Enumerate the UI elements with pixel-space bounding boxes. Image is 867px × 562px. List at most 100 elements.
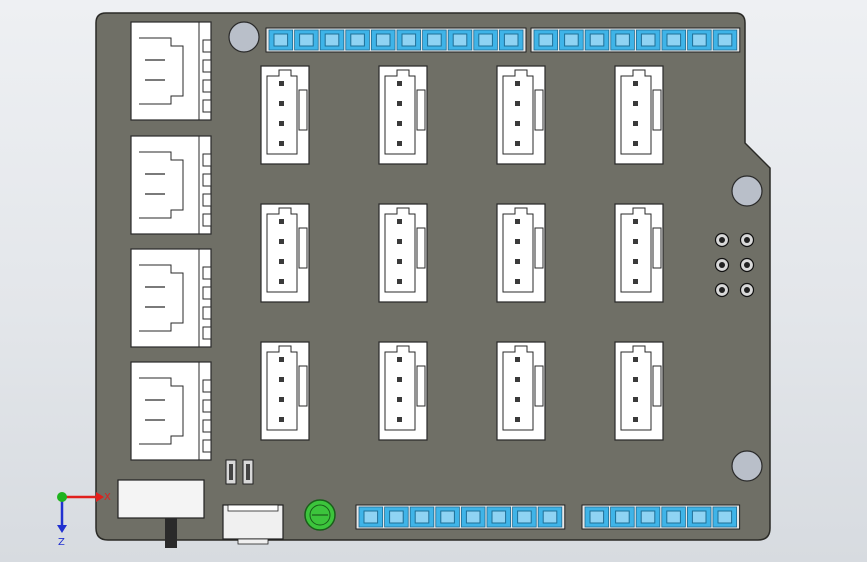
connector-pin — [397, 377, 402, 382]
connector-pin — [397, 259, 402, 264]
connector-pin — [515, 81, 520, 86]
smd-components — [225, 459, 254, 485]
header-pin-socket — [615, 510, 630, 524]
connector-pin — [202, 153, 212, 167]
button-top — [227, 504, 279, 512]
header-pin-socket — [692, 33, 707, 47]
header-pin-socket — [589, 510, 605, 524]
header-pin-socket — [273, 33, 289, 47]
switch-block — [117, 479, 205, 548]
connector-pin — [515, 101, 520, 106]
connector-pin — [279, 397, 284, 402]
connector-pin — [515, 141, 520, 146]
connector-pin — [397, 239, 402, 244]
connector-inner — [620, 345, 652, 431]
connector-inner — [266, 345, 298, 431]
grid-grove-connector — [378, 341, 428, 441]
connector-inner — [266, 207, 298, 293]
header-pin-socket — [401, 33, 417, 47]
grid-grove-connector — [378, 65, 428, 165]
header-pin-socket — [517, 510, 532, 524]
connector-inner — [620, 207, 652, 293]
connector-pin — [397, 101, 402, 106]
connector-pin — [515, 239, 520, 244]
axis-x-arrow — [96, 492, 104, 502]
connector-pin — [515, 219, 520, 224]
icsp-pad-hole — [744, 237, 750, 243]
connector-pin — [397, 417, 402, 422]
header-bottom-right — [581, 504, 741, 530]
connector-pin — [279, 417, 284, 422]
connector-pin — [633, 141, 638, 146]
push-button — [222, 504, 284, 545]
connector-pin — [633, 239, 638, 244]
connector-inner — [266, 69, 298, 155]
connector-pin — [202, 173, 212, 187]
led — [304, 499, 336, 531]
connector-latch — [652, 365, 662, 407]
connector-pin — [279, 357, 284, 362]
connector-pin — [633, 121, 638, 126]
header-pin-socket — [452, 33, 468, 47]
header-pin-socket — [299, 33, 314, 47]
connector-pin — [279, 239, 284, 244]
grid-grove-connector — [496, 341, 546, 441]
connector-pin — [202, 193, 212, 207]
connector-pin — [515, 259, 520, 264]
header-pin-socket — [564, 33, 579, 47]
connector-pin — [397, 121, 402, 126]
connector-latch — [416, 89, 426, 131]
connector-latch — [139, 264, 184, 332]
connector-inner — [384, 69, 416, 155]
header-pin-socket — [375, 33, 391, 47]
icsp-pad-hole — [719, 287, 725, 293]
connector-latch — [139, 37, 184, 105]
connector-pin — [515, 397, 520, 402]
mounting-holes — [228, 21, 763, 482]
connector-pin — [515, 357, 520, 362]
header-pin-socket — [666, 33, 682, 47]
grid-grove-connector — [496, 65, 546, 165]
connector-latch — [298, 227, 308, 269]
connector-pin — [397, 141, 402, 146]
connector-latch — [416, 227, 426, 269]
connector-pin — [202, 213, 212, 227]
connector-pin — [202, 419, 212, 433]
coordinate-triad: X Z — [57, 492, 111, 548]
connector-inner — [502, 69, 534, 155]
connector-pin — [397, 357, 402, 362]
header-pin-socket — [640, 33, 656, 47]
mounting-hole — [731, 175, 763, 207]
side-grove-connector — [130, 135, 212, 235]
connector-pin — [279, 101, 284, 106]
connector-pin — [397, 279, 402, 284]
connector-inner — [502, 345, 534, 431]
side-grove-connector — [130, 21, 212, 121]
grid-grove-connector — [378, 203, 428, 303]
connector-pin — [515, 121, 520, 126]
header-pin-socket — [542, 510, 558, 524]
axis-y — [57, 492, 67, 502]
grid-grove-connector — [260, 341, 310, 441]
connector-pin — [397, 219, 402, 224]
header-pin-socket — [414, 510, 430, 524]
header-pin-socket — [465, 510, 481, 524]
axis-x-label: X — [104, 492, 111, 503]
connector-pin — [202, 39, 212, 53]
connector-pin — [279, 377, 284, 382]
connector-inner — [384, 345, 416, 431]
header-pin-socket — [440, 510, 455, 524]
header-pin-socket — [691, 510, 707, 524]
header-pin-socket — [478, 33, 493, 47]
connector-pin — [279, 279, 284, 284]
connector-pin — [633, 81, 638, 86]
header-pin-socket — [717, 33, 733, 47]
connector-pin — [279, 219, 284, 224]
connector-pin — [202, 439, 212, 453]
switch-lever — [165, 518, 177, 548]
connector-inner — [620, 69, 652, 155]
grid-grove-connectors — [260, 65, 664, 441]
side-grove-connectors — [130, 21, 212, 461]
connector-latch — [652, 89, 662, 131]
